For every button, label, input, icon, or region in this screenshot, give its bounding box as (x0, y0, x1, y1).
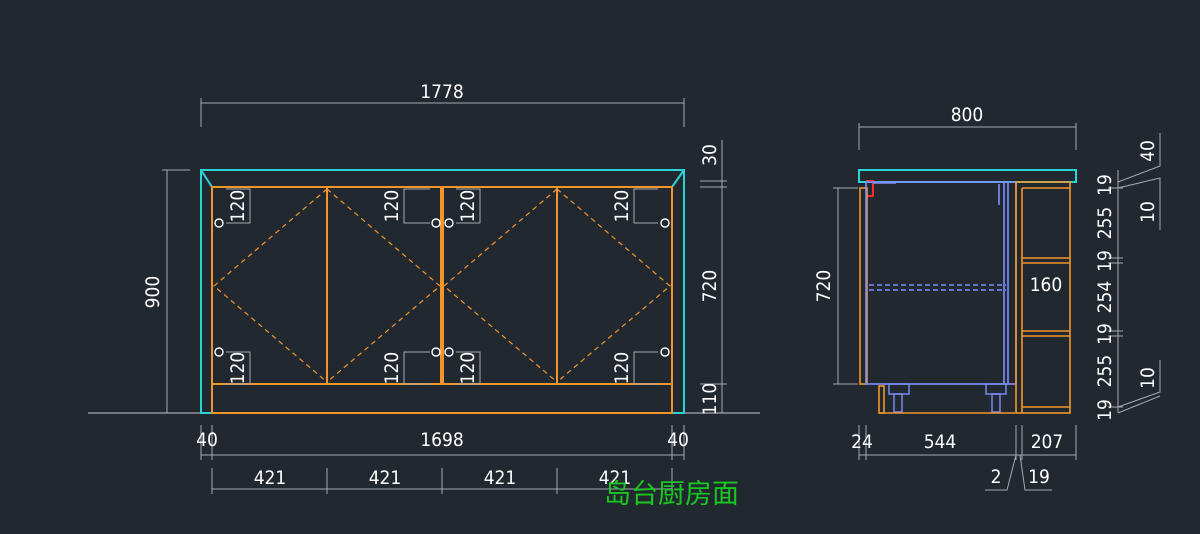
hinge-markers (214, 218, 670, 357)
hinge-dim-1: 120 (227, 190, 249, 223)
door-swing-indicators (213, 188, 671, 383)
side-depth-dim (858, 123, 1077, 150)
top-overhang-label: 40 (1137, 140, 1159, 162)
overall-height-label: 900 (142, 276, 164, 309)
side-height-label: 720 (813, 270, 835, 303)
bottom-width-dims (200, 425, 685, 460)
gap-a-label: 10 (1137, 201, 1159, 223)
stack-dim-7: 19 (1094, 399, 1116, 421)
side-left-panel (859, 187, 868, 385)
door-width-3: 421 (484, 467, 517, 489)
stack-dim-5: 19 (1094, 323, 1116, 345)
cabinet-height-label: 720 (699, 270, 721, 303)
stack-dim-3: 19 (1094, 250, 1116, 272)
side-left-label: 40 (196, 429, 218, 451)
hinge-dim-8: 120 (611, 352, 633, 385)
shelf-gap-label: 160 (1030, 274, 1063, 296)
right-height-dims (700, 140, 727, 413)
side-bottom-e: 19 (1028, 466, 1050, 488)
side-height-dim (833, 187, 858, 385)
hinge-dim-3: 120 (381, 190, 403, 223)
side-stack-dims (1108, 133, 1161, 414)
cabinet-body (211, 186, 673, 414)
hinge-offset-labels: 120 120 120 120 120 120 120 120 (227, 190, 633, 385)
side-bottom-a: 24 (851, 431, 873, 453)
hinge-dim-2: 120 (227, 352, 249, 385)
side-elevation: 160 800 720 19 25 (813, 104, 1161, 491)
side-bottom-c: 207 (1031, 431, 1064, 453)
side-legs (888, 383, 1007, 413)
gap-b-label: 10 (1137, 367, 1159, 389)
side-carcass (865, 181, 1017, 385)
door-width-2: 421 (369, 467, 402, 489)
stack-dim-2: 255 (1094, 207, 1116, 240)
side-open-shelves (1015, 181, 1071, 414)
door-width-dims (211, 468, 673, 494)
door-width-4: 421 (599, 467, 632, 489)
side-bottom-dims (858, 425, 1077, 491)
overall-width-label: 1778 (420, 81, 464, 103)
door-width-1: 421 (254, 467, 287, 489)
side-plinth (878, 385, 1015, 414)
side-depth-label: 800 (951, 104, 984, 126)
plinth-height-label: 110 (699, 383, 721, 416)
top-thickness-label: 30 (699, 144, 721, 166)
hinge-dim-6: 120 (457, 352, 479, 385)
stack-dim-4: 254 (1094, 281, 1116, 314)
drawing-title: 岛台厨房面 (604, 479, 739, 510)
overall-height-dim (162, 169, 190, 413)
hinge-dim-4: 120 (381, 352, 403, 385)
overall-width-dim (200, 98, 685, 127)
hinge-dim-7: 120 (611, 190, 633, 223)
stack-dim-1: 19 (1094, 174, 1116, 196)
side-red-bracket (866, 180, 874, 197)
hinge-offset-dims (226, 188, 658, 385)
stack-dim-6: 255 (1094, 355, 1116, 388)
hinge-dim-5: 120 (457, 190, 479, 223)
side-counter-top (858, 169, 1077, 183)
side-bottom-b: 544 (924, 431, 957, 453)
side-right-label: 40 (667, 429, 689, 451)
inner-width-label: 1698 (420, 429, 464, 451)
side-bottom-d: 2 (991, 466, 1002, 488)
front-elevation: 120 120 120 120 120 120 120 120 1778 900 (88, 81, 760, 494)
